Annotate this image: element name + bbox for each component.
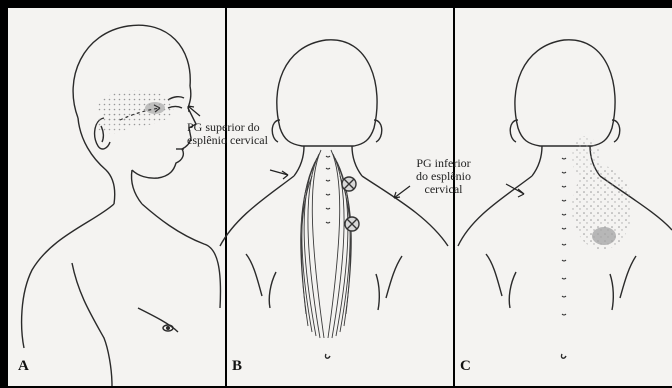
panel-letter-a: A xyxy=(18,358,29,375)
panel-letter-b: B xyxy=(232,358,242,375)
splenius-muscle-left xyxy=(301,150,324,338)
panel-b-figure xyxy=(220,40,448,358)
panel-letter-c: C xyxy=(460,358,471,375)
referral-pain-core-a xyxy=(145,102,165,114)
illustration-canvas: PG superior do esplênio cervical PG infe… xyxy=(8,8,672,386)
pointer-arrow-b-right xyxy=(394,186,410,198)
label-superior-trigger-point: PG superior do esplênio cervical xyxy=(187,121,268,147)
panel-c-figure xyxy=(458,40,672,358)
spine-markers-c xyxy=(562,158,566,315)
spine-markers-b xyxy=(326,156,330,223)
panel-a-figure xyxy=(22,25,221,386)
trigger-point-lower xyxy=(345,217,359,231)
trigger-point-upper xyxy=(342,177,356,191)
referral-pain-core-c xyxy=(592,227,616,245)
label-inferior-trigger-point: PG inferior do esplênio cervical xyxy=(416,157,471,196)
anatomy-drawing xyxy=(8,8,672,386)
